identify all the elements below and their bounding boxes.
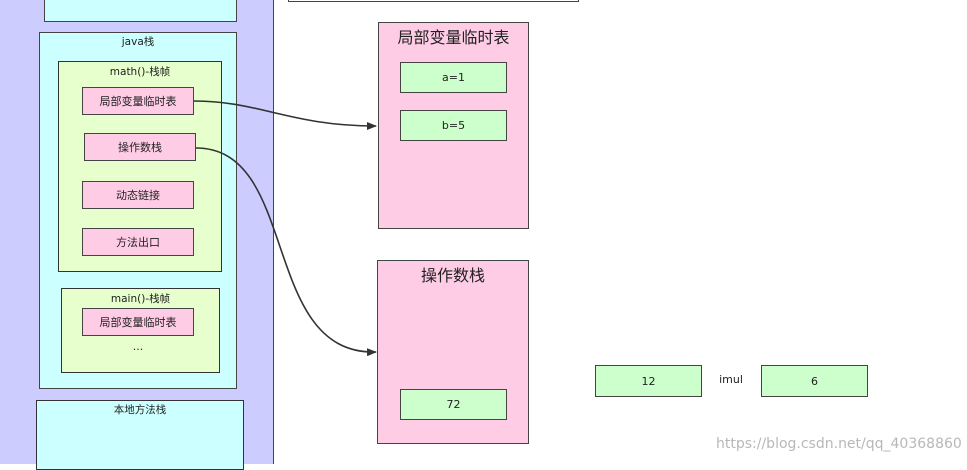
local-var-table-title: 局部变量临时表	[397, 28, 510, 47]
arrow-to-local-var-table	[193, 100, 377, 130]
imul-operator: imul	[719, 373, 743, 386]
math-operand-stack: 操作数栈	[84, 133, 196, 161]
native-stack-label: 本地方法栈	[113, 404, 167, 416]
watermark-text: https://blog.csdn.net/qq_40368860	[716, 436, 962, 452]
imul-left-operand: 12	[595, 365, 702, 397]
top-box-edge	[288, 0, 579, 2]
math-frame-label: math()-栈帧	[109, 66, 171, 78]
math-method-exit: 方法出口	[82, 228, 194, 256]
math-dynamic-link: 动态链接	[82, 181, 194, 209]
main-local-var-table: 局部变量临时表	[82, 308, 194, 336]
var-b-cell: b=5	[400, 110, 507, 141]
arrow-to-operand-stack	[195, 147, 377, 357]
native-method-stack: 本地方法栈	[36, 400, 244, 470]
operand-72-cell: 72	[400, 389, 507, 420]
upper-area-box	[44, 0, 237, 22]
imul-right-operand: 6	[761, 365, 868, 397]
operand-stack-title: 操作数栈	[420, 266, 485, 285]
main-frame-label: main()-栈帧	[110, 293, 171, 305]
var-a-cell: a=1	[400, 62, 507, 93]
java-stack-label: java栈	[121, 36, 155, 48]
main-frame-ellipsis: ...	[132, 340, 144, 353]
math-local-var-table: 局部变量临时表	[82, 87, 194, 115]
